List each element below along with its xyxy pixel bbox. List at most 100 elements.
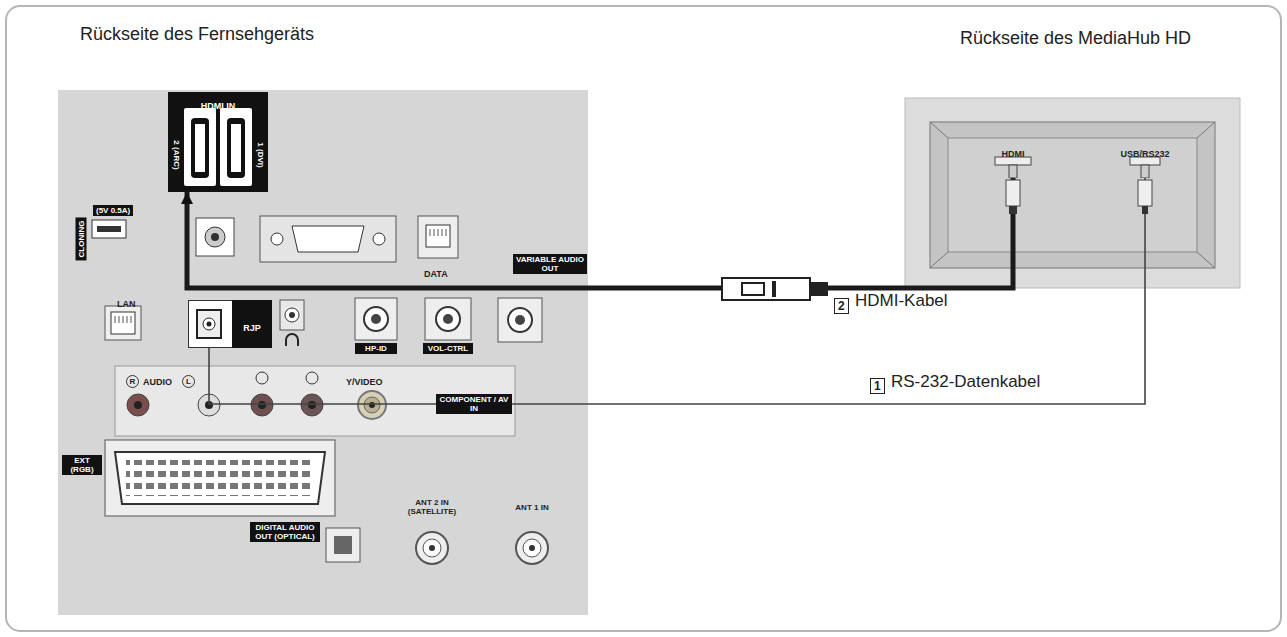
- port-label-holder: HP-ID: [355, 343, 397, 354]
- antenna-ports-part: [529, 545, 535, 551]
- port-label-holder: LAN: [117, 293, 136, 311]
- mediahub-back-panel: [905, 98, 1240, 288]
- av-in-group-part: [258, 401, 266, 409]
- usb-port-part: [97, 226, 121, 232]
- port-number: 2 (ARC): [172, 140, 181, 169]
- vga-port-part: [271, 233, 283, 245]
- scart-port-part: [105, 440, 335, 516]
- lan-port-part: [111, 312, 135, 334]
- variable-audio-jack-part: [515, 315, 525, 325]
- mediahub-back-panel-part: [930, 122, 1215, 268]
- port-number-holder: 1 (DVI): [260, 148, 285, 166]
- channel-mark: R: [126, 375, 139, 388]
- lan-port: [105, 306, 141, 340]
- outer-frame: [6, 6, 1281, 631]
- pc-audio-jack-part: [205, 227, 225, 247]
- av-in-group-part: [256, 372, 268, 384]
- vol-ctrl-jack: [425, 298, 471, 340]
- port-label-holder: ANT 2 IN (SATELLITE): [396, 498, 468, 516]
- antenna-ports: [416, 532, 548, 564]
- headphone-jack-part: [286, 334, 298, 346]
- rjp-port-art-part: [189, 301, 233, 348]
- tv-back-panel: [58, 90, 588, 615]
- hdmi-in-block-art-part: [220, 108, 252, 186]
- port-label-holder: VARIABLE AUDIO OUT: [513, 254, 587, 274]
- port-label-holder: COMPONENT / AV IN: [436, 394, 512, 414]
- hp-id-jack-part: [355, 298, 397, 340]
- vga-port-part: [373, 233, 385, 245]
- vol-ctrl-jack-part: [443, 314, 453, 324]
- hdmi-cable-plug: [722, 278, 828, 300]
- port-label-holder: ANT 1 IN: [502, 503, 562, 512]
- port-label: HP-ID: [355, 343, 397, 354]
- mediahub-back-panel-part: [948, 138, 1197, 252]
- pc-audio-jack-part: [196, 218, 234, 256]
- hub-hdmi-plug: [1006, 180, 1020, 214]
- av-in-group-part: [127, 394, 149, 416]
- hdmi-in-block: HDMI IN2 (ARC)1 (DVI): [168, 92, 268, 192]
- data-port-part: [418, 216, 458, 258]
- port-label: (5V 0.5A): [93, 205, 133, 216]
- cable: [187, 178, 1013, 288]
- lan-port-part: [105, 306, 141, 340]
- panel-heading-holder: Rückseite des MediaHub HD: [960, 28, 1191, 49]
- vga-port-part: [260, 216, 396, 262]
- pc-audio-jack: [196, 218, 234, 256]
- tv-back-panel-part: [58, 90, 588, 615]
- callout-number-holder: 2: [834, 296, 849, 314]
- port-heading: HDMI IN: [201, 101, 236, 111]
- port-label: ANT 1 IN: [502, 503, 562, 512]
- av-in-group-part: [308, 401, 316, 409]
- cable-label-holder: HDMI-Kabel: [854, 291, 949, 311]
- panel-heading: Rückseite des Fernsehgeräts: [80, 24, 314, 45]
- hp-id-jack-part: [364, 307, 388, 331]
- scart-port: [105, 440, 335, 516]
- callout-number: 1: [870, 378, 885, 394]
- av-in-group-part: [115, 366, 515, 436]
- antenna-ports-part: [416, 532, 448, 564]
- hub-hdmi-port-art: [985, 143, 1041, 178]
- port-label: CLONING: [76, 218, 87, 261]
- hdmi-in-block-art-part: [184, 108, 216, 186]
- optical-port-part: [326, 528, 360, 562]
- scart-port-part: [115, 452, 325, 504]
- cable-label: HDMI-Kabel: [854, 291, 949, 311]
- cable-label-holder: RS-232-Datenkabel: [890, 372, 1041, 392]
- antenna-ports-part: [516, 532, 548, 564]
- mediahub-back-panel-part: [905, 98, 1240, 288]
- port-name: USB/RS232: [1120, 149, 1169, 159]
- hub-usb-rs232-port-art: [1100, 143, 1190, 178]
- headphone-jack-part: [285, 308, 299, 322]
- hdmi-in-block-art-part: [227, 118, 245, 178]
- rjp-port-art-part: [232, 300, 272, 348]
- av-in-group-part: [369, 402, 375, 408]
- port-label: LAN: [117, 299, 136, 309]
- mediahub-panel: Rückseite des MediaHub HDHDMIUSB/RS232: [905, 98, 1240, 288]
- port-label-holder: EXT (RGB): [62, 455, 102, 475]
- antenna-ports-part: [423, 539, 441, 557]
- variable-audio-jack: [498, 298, 542, 342]
- hdmi-in-block-art-part: [231, 124, 241, 172]
- tv-panel: Rückseite des FernsehgerätsHDMI IN2 (ARC…: [58, 90, 588, 615]
- hub-hdmi-plug-part: [1009, 206, 1017, 214]
- port-label: DATA: [424, 269, 448, 279]
- pc-audio-jack-part: [211, 233, 219, 241]
- antenna-ports-part: [523, 539, 541, 557]
- port-label-holder: AUDIO: [143, 371, 172, 389]
- optical-port: [326, 528, 360, 562]
- av-in-group-part: [134, 401, 142, 409]
- hp-id-jack: [355, 298, 397, 340]
- port-label-holder: VOL-CTRL: [423, 343, 473, 354]
- channel-mark-holder: R: [126, 370, 139, 388]
- vga-port-part: [292, 226, 364, 252]
- hub-usb-rs232-port: USB/RS232: [1100, 143, 1190, 178]
- channel-mark-holder: L: [182, 370, 195, 388]
- rjp-port-art-part: [207, 322, 212, 327]
- rjp-port-art-part: [203, 318, 215, 330]
- port-label-holder: (5V 0.5A): [93, 199, 133, 217]
- port-label-holder: DIGITAL AUDIO OUT (OPTICAL): [250, 522, 320, 542]
- data-port-part: [426, 225, 450, 247]
- callout-number-holder: 1: [870, 376, 885, 394]
